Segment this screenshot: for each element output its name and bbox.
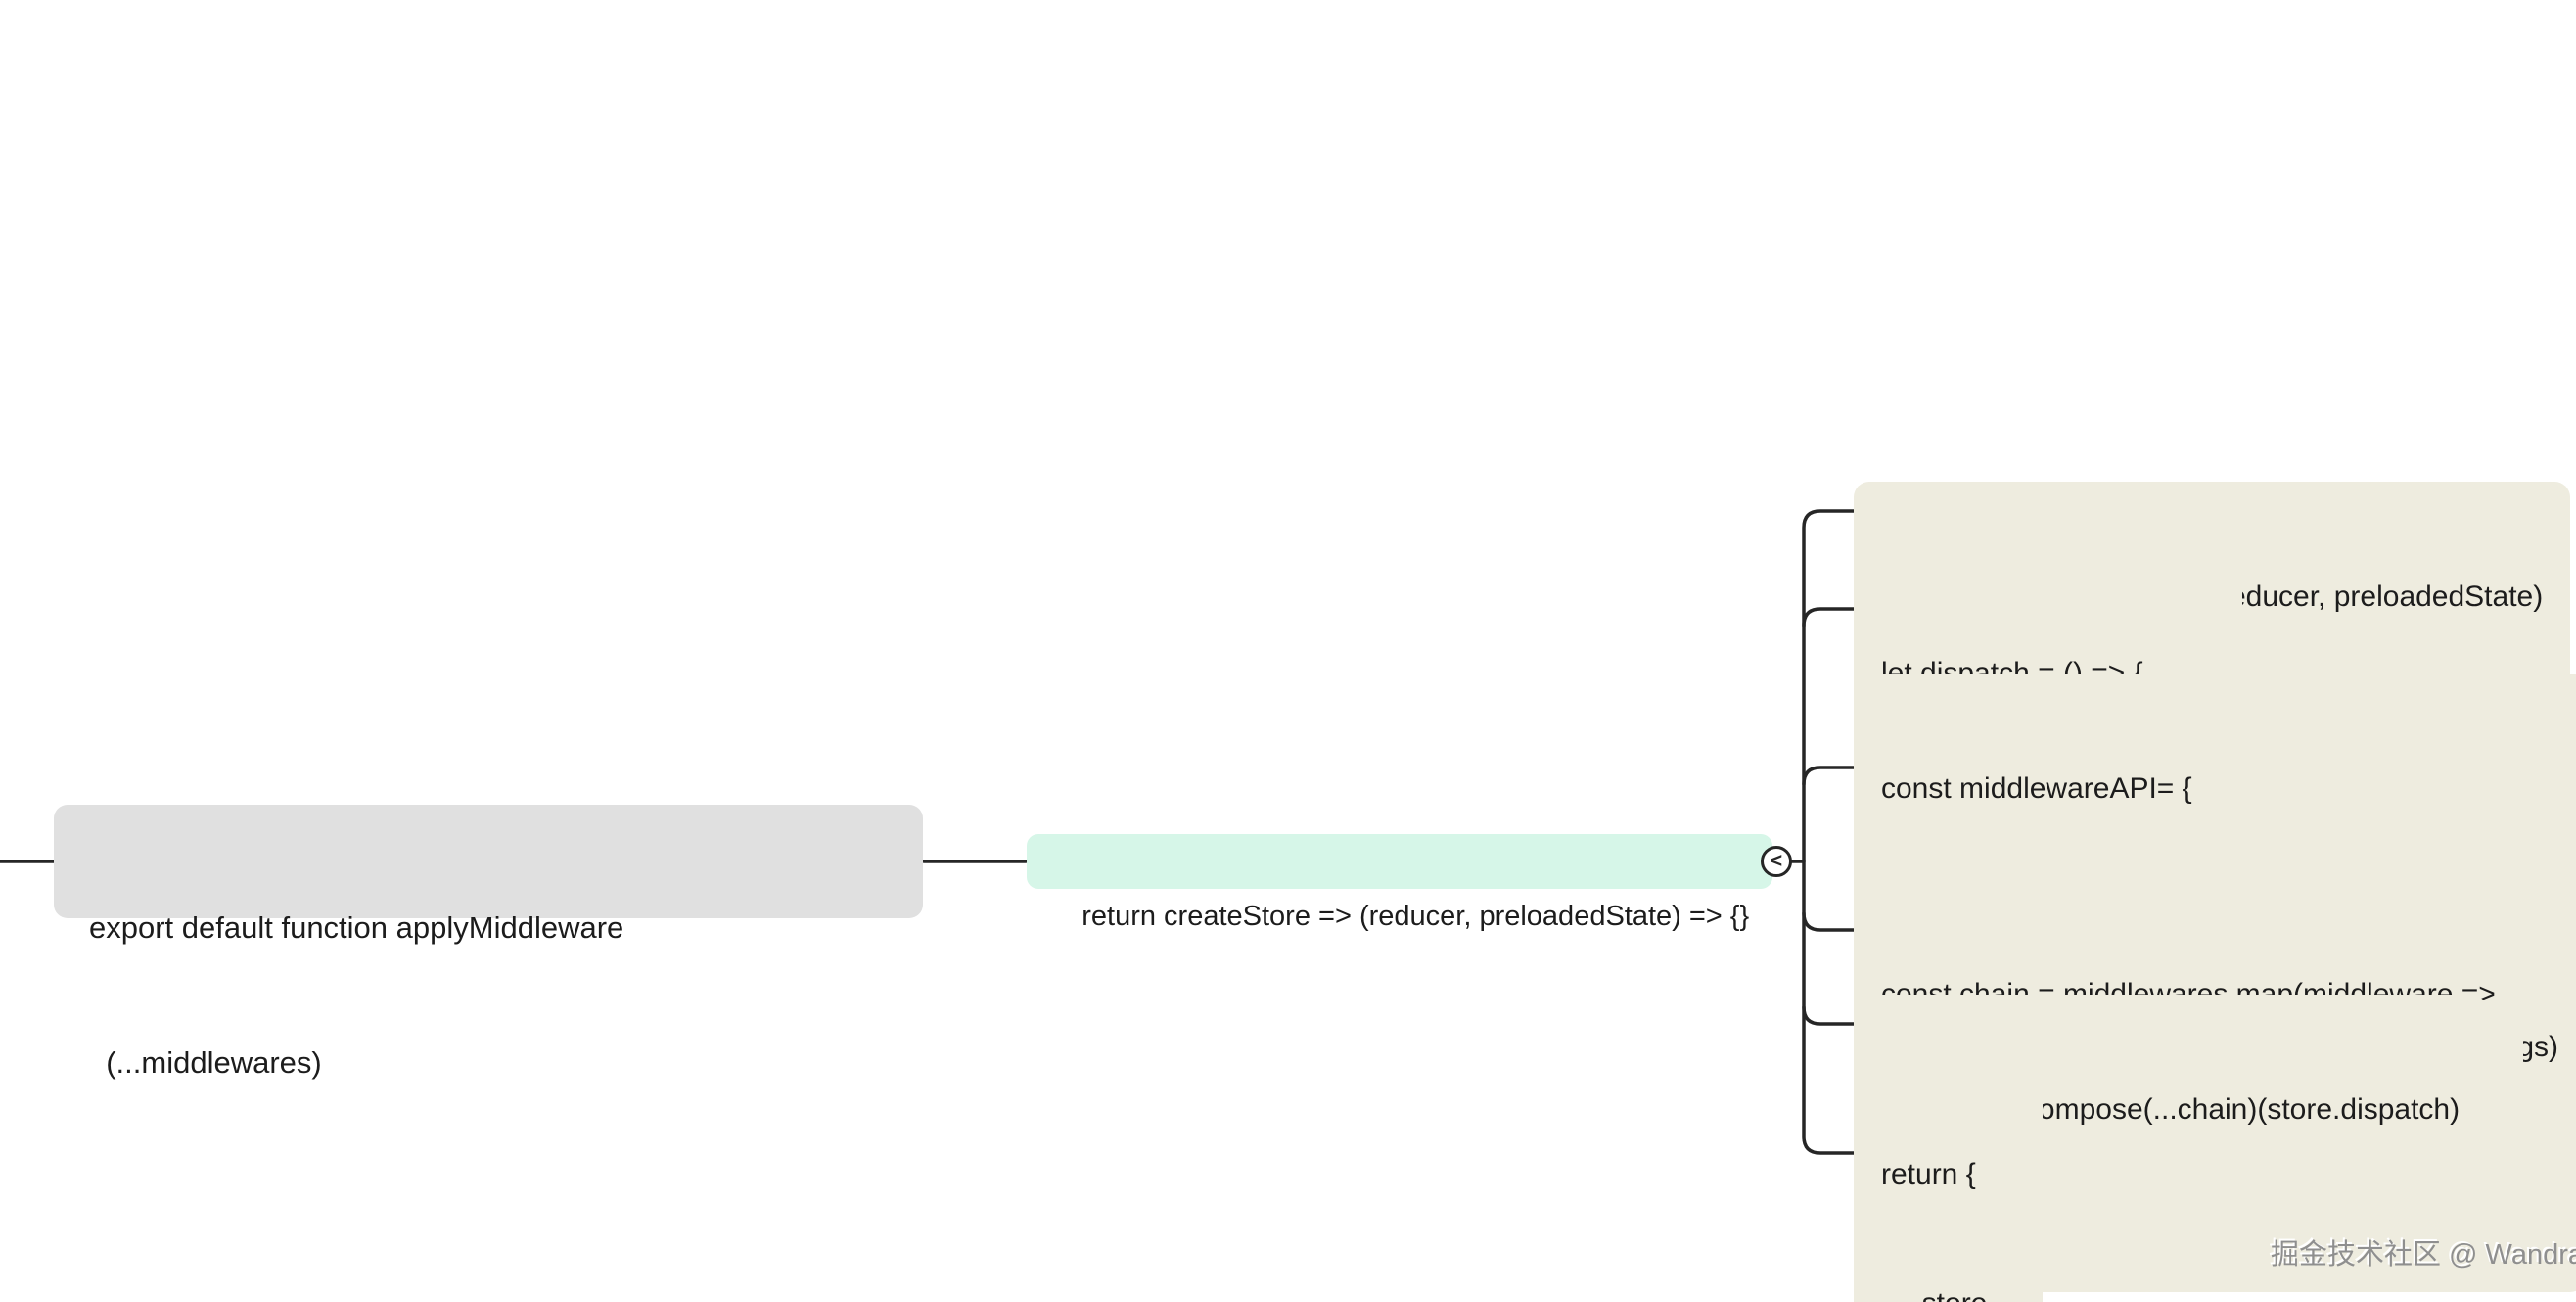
node-text-line: ...store, bbox=[1881, 1282, 2015, 1302]
node-return-createstore[interactable]: return createStore => (reducer, preloade… bbox=[1027, 834, 1773, 932]
chevron-left-icon: < bbox=[1770, 849, 1783, 872]
node-return-store[interactable]: return { ...store, dispatch } bbox=[1854, 1059, 2043, 1302]
node-text-line: (...middlewares) bbox=[89, 1046, 322, 1080]
node-root-apply-middleware[interactable]: export default function applyMiddleware … bbox=[54, 805, 923, 1080]
node-text-line: return createStore => (reducer, preloade… bbox=[1081, 901, 1750, 932]
node-text-line: return { bbox=[1881, 1158, 1976, 1190]
node-text-line: const middlewareAPI= { bbox=[1881, 772, 2192, 805]
node-text-line: export default function applyMiddleware bbox=[89, 910, 624, 945]
watermark: 掘金技术社区 @ Wandra bbox=[2271, 1239, 2576, 1271]
collapse-toggle-button[interactable]: < bbox=[1761, 846, 1792, 877]
